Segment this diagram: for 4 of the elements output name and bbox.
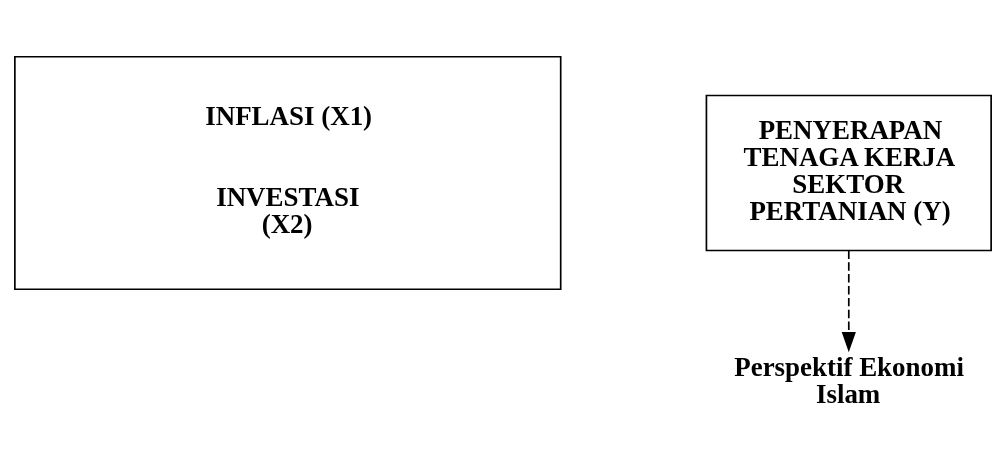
node-box: INFLASI (X1) INVESTASI (X2) [14, 55, 562, 291]
arrow [841, 249, 856, 353]
node-box: PENYERAPAN TENAGA KERJA SEKTOR PERTANIAN (Y) [705, 94, 992, 252]
node-text: Perspektif Ekonomi Islam [734, 352, 964, 410]
